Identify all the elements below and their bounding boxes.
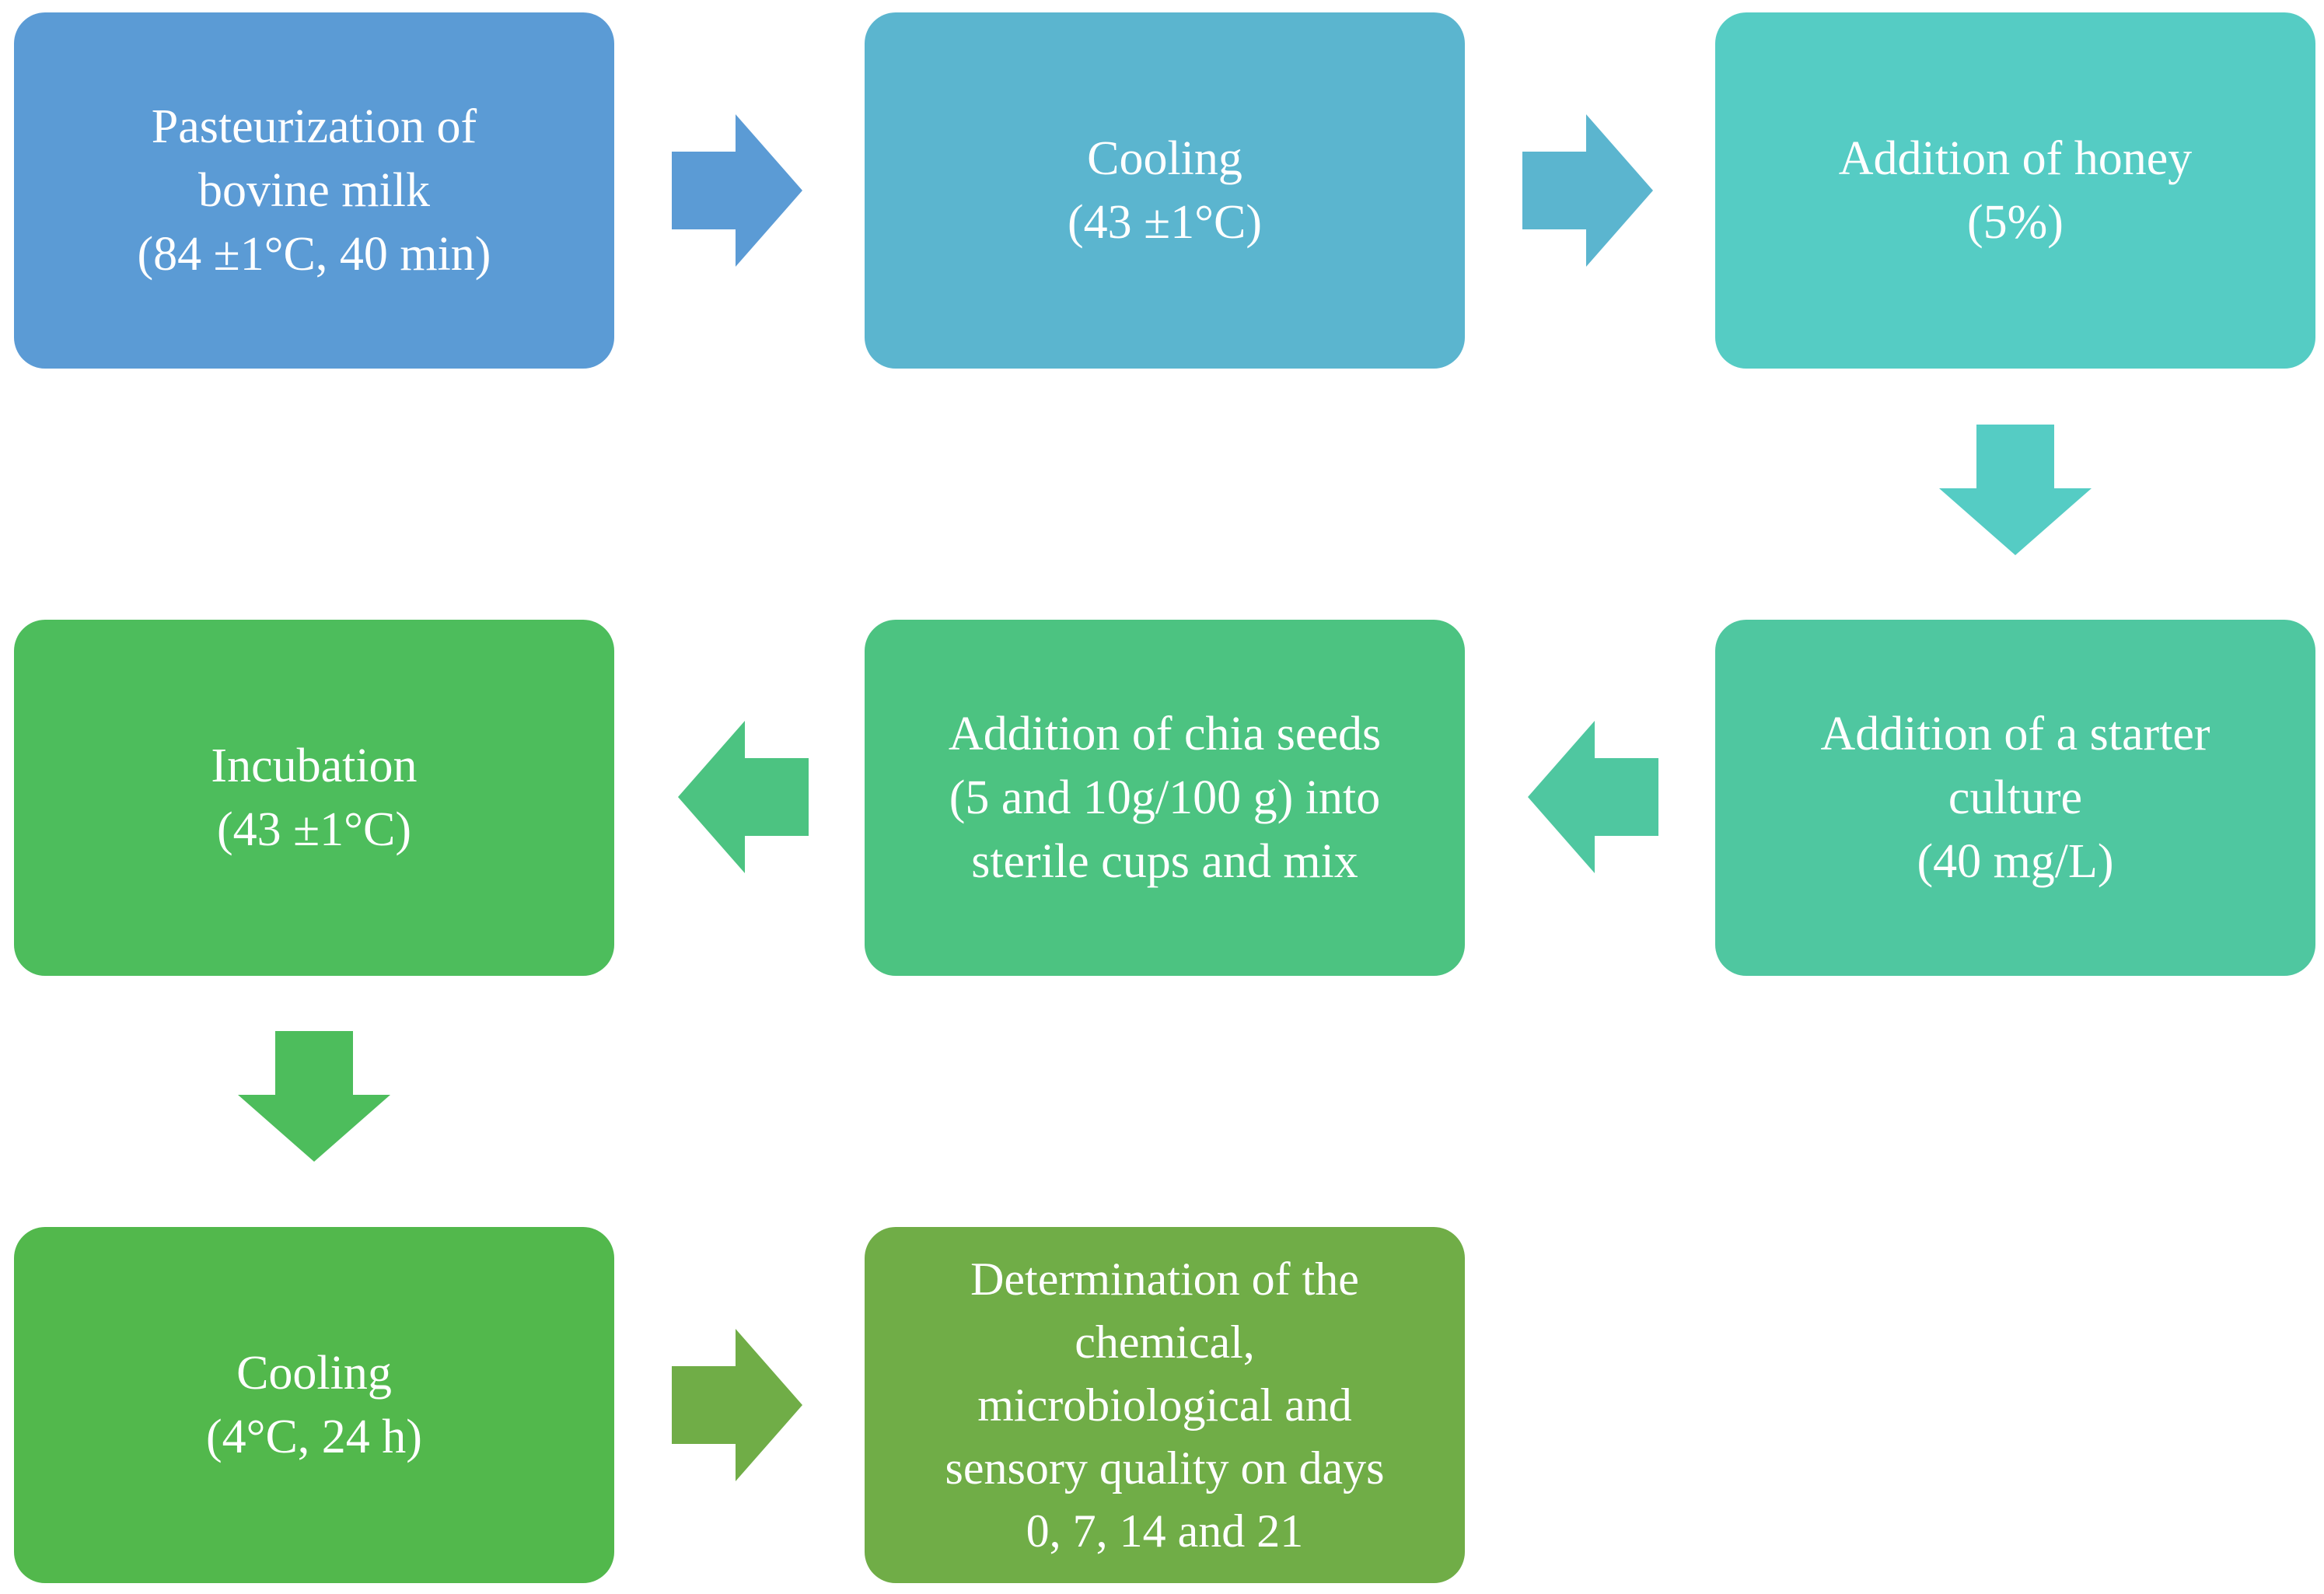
step-text: Incubation (43 ±1°C) [211, 734, 417, 862]
step-line: Addition of a starter [1820, 708, 2210, 760]
step-cooling-4: Cooling (4°C, 24 h) [14, 1227, 614, 1583]
step-text: Pasteurization of bovine milk (84 ±1°C, … [138, 95, 491, 286]
arrow-down-icon [1939, 425, 2092, 555]
step-addition-chia-seeds: Addition of chia seeds (5 and 10g/100 g)… [865, 620, 1465, 976]
step-line: Cooling [1087, 132, 1242, 185]
step-line: Cooling [236, 1347, 392, 1400]
step-line: (4°C, 24 h) [206, 1410, 422, 1463]
step-line: bovine milk [198, 164, 430, 217]
step-line: sterile cups and mix [971, 835, 1358, 888]
step-line: (5%) [1967, 196, 2064, 249]
step-line: Addition of chia seeds [948, 708, 1382, 760]
step-line: (5 and 10g/100 g) into [949, 771, 1381, 824]
step-line: (43 ±1°C) [1068, 196, 1262, 249]
step-line: (84 ±1°C, 40 min) [137, 228, 491, 281]
step-line: Pasteurization of [151, 100, 477, 153]
step-line: 0, 7, 14 and 21 [1026, 1505, 1304, 1557]
step-text: Addition of honey (5%) [1839, 127, 2193, 254]
step-addition-starter-culture: Addition of a starter culture (40 mg/L) [1715, 620, 2315, 976]
step-line: chemical, [1075, 1316, 1255, 1368]
arrow-left-icon [678, 721, 809, 873]
step-line: culture [1948, 771, 2083, 824]
step-cooling-43: Cooling (43 ±1°C) [865, 12, 1465, 369]
step-line: (40 mg/L) [1917, 835, 2114, 888]
step-line: Addition of honey [1838, 132, 2193, 185]
arrow-down-icon [238, 1031, 390, 1162]
step-line: Incubation [211, 739, 418, 792]
step-incubation: Incubation (43 ±1°C) [14, 620, 614, 976]
step-line: microbiological and [977, 1379, 1352, 1431]
step-pasteurization: Pasteurization of bovine milk (84 ±1°C, … [14, 12, 614, 369]
step-line: sensory quality on days [945, 1442, 1385, 1494]
step-text: Addition of a starter culture (40 mg/L) [1820, 702, 2210, 893]
step-addition-honey: Addition of honey (5%) [1715, 12, 2315, 369]
step-determination-quality: Determination of the chemical, microbiol… [865, 1227, 1465, 1583]
arrow-right-icon [672, 1329, 802, 1481]
arrow-right-icon [672, 114, 802, 267]
step-line: Determination of the [970, 1253, 1359, 1305]
step-text: Cooling (43 ±1°C) [1068, 127, 1262, 254]
arrow-right-icon [1522, 114, 1653, 267]
step-text: Cooling (4°C, 24 h) [206, 1341, 422, 1469]
step-line: (43 ±1°C) [217, 803, 411, 856]
step-text: Addition of chia seeds (5 and 10g/100 g)… [949, 702, 1381, 893]
step-text: Determination of the chemical, microbiol… [945, 1248, 1385, 1563]
arrow-left-icon [1528, 721, 1658, 873]
